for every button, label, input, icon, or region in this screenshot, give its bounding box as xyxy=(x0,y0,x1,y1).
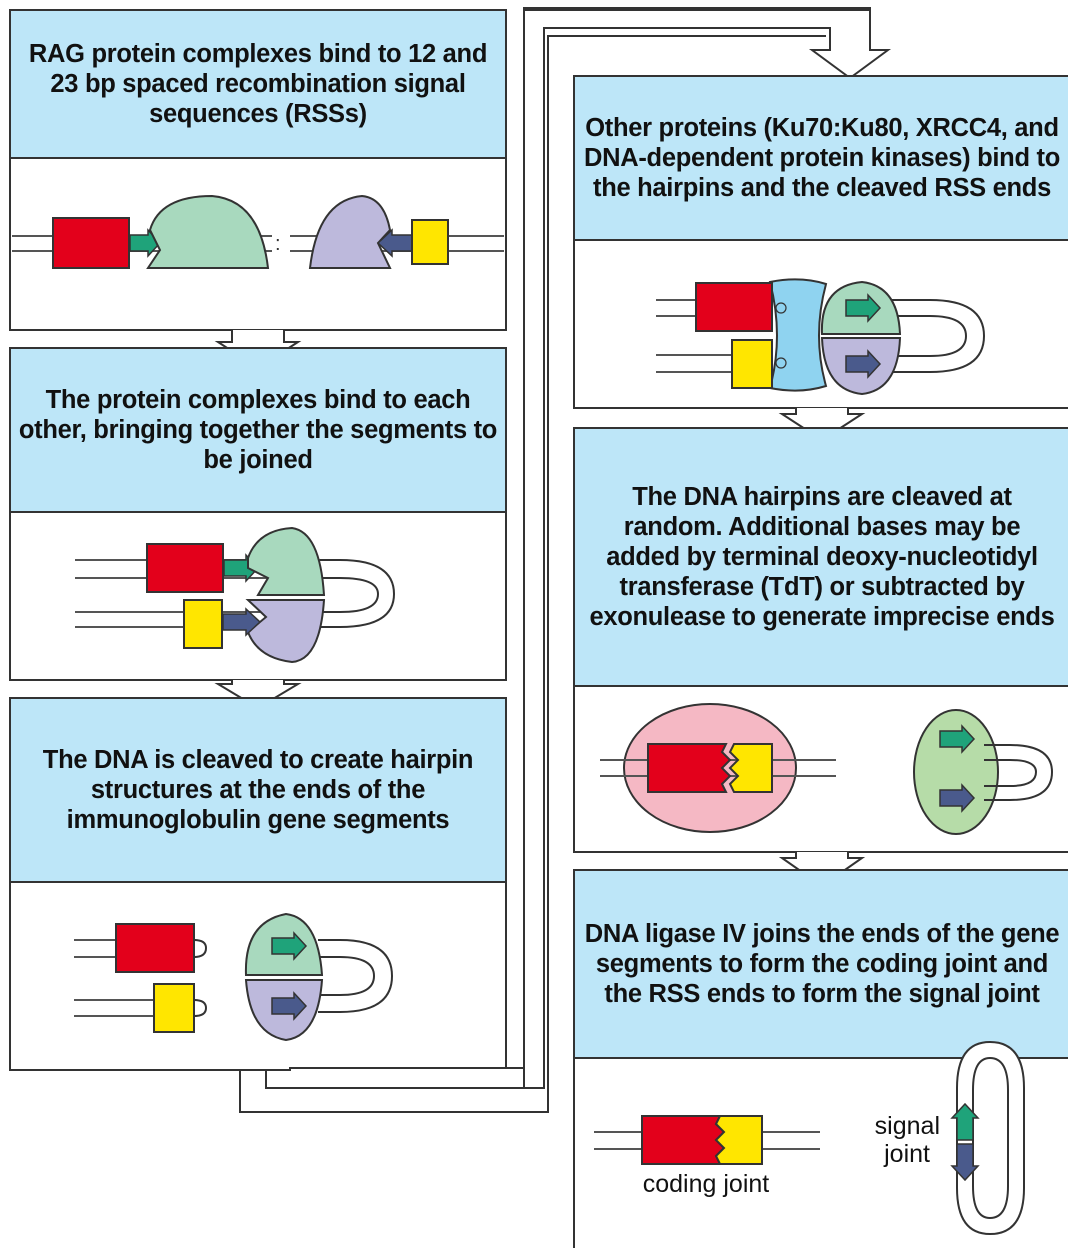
coding-segment-yellow xyxy=(153,983,195,1033)
rss-arrow-green xyxy=(939,724,976,754)
step-1-caption: RAG protein complexes bind to 12 and 23 … xyxy=(28,40,488,128)
coding-segment-yellow xyxy=(728,743,773,793)
step-4-illustration xyxy=(656,278,986,396)
coding-segment-yellow xyxy=(411,219,449,265)
step-5-caption: The DNA hairpins are cleaved at random. … xyxy=(589,483,1055,631)
ku-complex xyxy=(768,278,828,392)
coding-segment-red xyxy=(146,543,224,593)
step-2-caption: The protein complexes bind to each other… xyxy=(18,386,498,474)
step-3-caption-box xyxy=(9,697,507,883)
rag-complex-lavender xyxy=(308,194,392,269)
coding-joint-label: coding joint xyxy=(642,1170,770,1198)
rss-arrow-green xyxy=(845,293,882,323)
step-3-illustration xyxy=(74,912,394,1042)
rag-complex-green xyxy=(146,194,270,269)
step-5-illustration xyxy=(600,703,1054,835)
column-connector xyxy=(265,7,892,1089)
signal-joint-label-line2: joint xyxy=(884,1140,930,1168)
rag-complex-green xyxy=(247,526,326,596)
step-4-caption: Other proteins (Ku70:Ku80, XRCC4, and DN… xyxy=(584,114,1060,202)
step-2-illustration xyxy=(75,526,396,664)
hairpin-loop xyxy=(960,744,1054,801)
rss-arrow-blue xyxy=(222,607,262,637)
rss-arrow-green xyxy=(950,1102,980,1141)
rss-arrow-blue xyxy=(271,991,308,1021)
rss-arrow-green xyxy=(271,931,308,961)
step-6-caption-box xyxy=(573,869,1068,1059)
coding-segment-yellow xyxy=(183,599,223,649)
coding-segment-yellow xyxy=(731,339,773,389)
step-6-illustration xyxy=(594,1040,1025,1236)
rss-arrow-blue xyxy=(939,783,976,813)
coding-segment-red xyxy=(115,923,195,973)
coding-segment-red xyxy=(641,1115,726,1165)
step-1-caption-box xyxy=(9,9,507,159)
step-5-caption-box xyxy=(573,427,1068,687)
hairpin-complex xyxy=(913,709,999,835)
rag-complex-lavender xyxy=(245,599,326,664)
coding-segment-yellow xyxy=(714,1115,763,1165)
hairpin-loop xyxy=(320,559,396,628)
rss-arrow-blue xyxy=(845,349,882,379)
step-2-caption-box xyxy=(9,347,507,513)
rss-arrow-blue xyxy=(950,1143,980,1182)
coding-segment-red xyxy=(52,217,130,269)
step-6-caption: DNA ligase IV joins the ends of the gene… xyxy=(584,920,1060,1008)
hairpin-loop xyxy=(880,299,986,373)
step-4-caption-box xyxy=(573,75,1068,241)
coding-segment-red xyxy=(647,743,732,793)
coding-segment-red xyxy=(695,282,773,332)
svg-text::: : xyxy=(275,233,281,255)
step-1-illustration: : xyxy=(12,194,504,269)
hairpin-loop xyxy=(318,939,394,1013)
rss-arrow-blue xyxy=(376,228,413,258)
signal-joint-label-line1: signal xyxy=(874,1112,940,1140)
step-3-caption: The DNA is cleaved to create hairpin str… xyxy=(42,746,474,834)
